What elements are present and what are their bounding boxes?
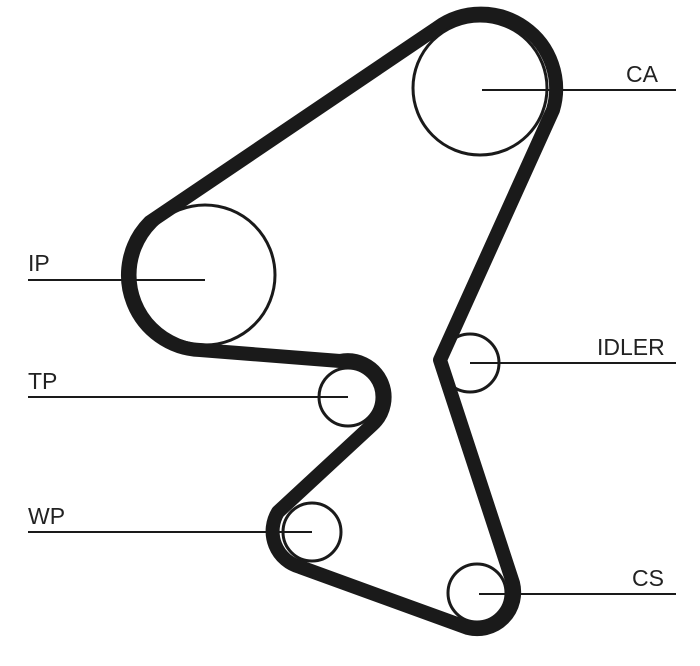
label-cs: CS (632, 565, 664, 591)
label-wp: WP (28, 503, 65, 529)
label-ip: IP (28, 250, 50, 276)
timing-belt (121, 6, 564, 637)
label-tp: TP (28, 368, 57, 394)
injection-pump-pulley (133, 203, 277, 347)
label-idler: IDLER (597, 334, 665, 360)
camshaft-pulley (411, 19, 549, 157)
label-ca: CA (626, 61, 659, 87)
